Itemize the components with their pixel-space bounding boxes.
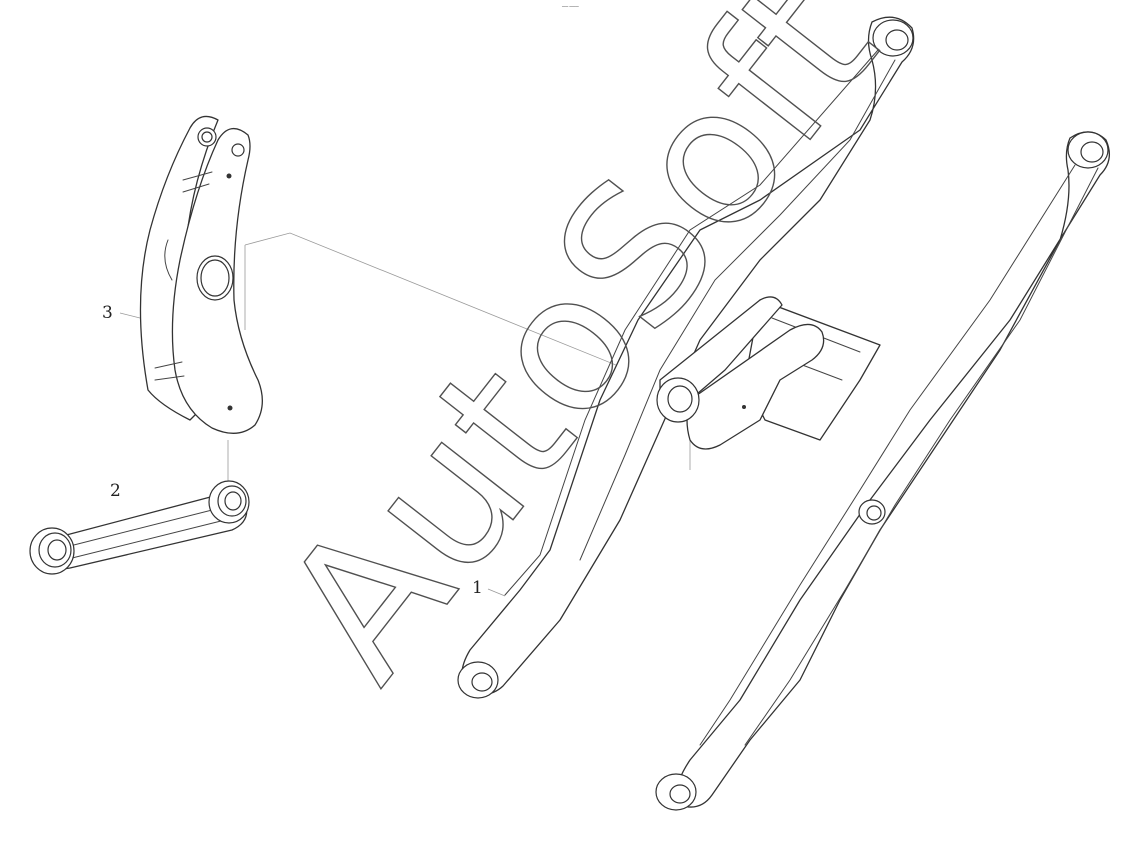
part-3-rocker-lever xyxy=(139,115,263,434)
part-1-boom-frame xyxy=(457,16,1111,811)
callout-3: 3 xyxy=(102,303,113,323)
rocker-upper-pin-hole xyxy=(231,143,245,157)
callout-1: 1 xyxy=(472,578,483,598)
callout-2: 2 xyxy=(110,481,121,501)
part-2-link-rod xyxy=(29,480,250,575)
header-mark: ▔▔ ▔▔▔ xyxy=(561,6,580,11)
